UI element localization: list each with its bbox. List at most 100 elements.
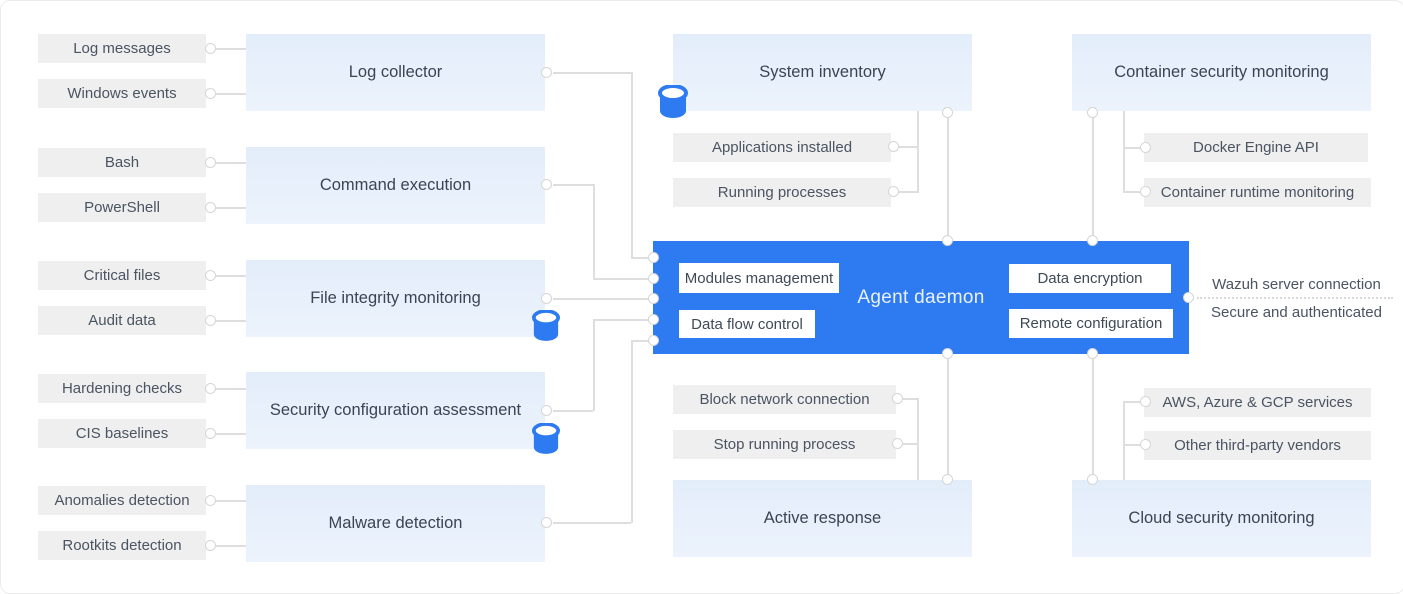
connector-node <box>942 107 953 118</box>
connector-line <box>216 207 246 209</box>
connector-line <box>631 340 653 342</box>
module-title: Container security monitoring <box>1114 63 1329 81</box>
node-applications-installed: Applications installed <box>673 133 891 162</box>
node-cis-baselines: CIS baselines <box>38 419 206 448</box>
module-title: Cloud security monitoring <box>1128 509 1315 527</box>
module-title: System inventory <box>759 63 886 81</box>
connector-node <box>888 141 899 152</box>
server-connection-label-1: Wazuh server connection <box>1212 276 1381 293</box>
node-stop-running-process: Stop running process <box>673 430 896 459</box>
connector-line <box>593 319 653 321</box>
connector-node <box>1140 439 1151 450</box>
connector-node <box>1087 474 1098 485</box>
connector-node <box>1183 292 1194 303</box>
connector-node <box>541 67 552 78</box>
node-label: Anomalies detection <box>54 492 190 509</box>
node-label: Block network connection <box>699 391 870 408</box>
connector-line <box>593 319 595 411</box>
connector-line <box>216 162 246 164</box>
connector-line <box>631 257 653 259</box>
node-label: CIS baselines <box>75 425 169 442</box>
node-bash: Bash <box>38 148 206 177</box>
node-anomalies-detection: Anomalies detection <box>38 486 206 515</box>
connector-line <box>899 191 918 193</box>
connector-line <box>947 358 949 478</box>
connector-line <box>553 184 593 186</box>
node-label: Critical files <box>83 267 161 284</box>
connector-line <box>1092 358 1094 478</box>
connector-node <box>648 273 659 284</box>
connector-line <box>216 545 246 547</box>
module-cloud-security-monitoring: Cloud security monitoring <box>1072 480 1371 557</box>
node-label: Hardening checks <box>61 380 183 397</box>
node-label: Log messages <box>73 40 171 57</box>
module-title: Security configuration assessment <box>269 401 522 419</box>
node-critical-files: Critical files <box>38 261 206 290</box>
connector-line <box>593 184 595 279</box>
module-title: Active response <box>763 509 882 527</box>
module-malware-detection: Malware detection <box>246 485 545 562</box>
connector-node <box>205 202 216 213</box>
node-label: Container runtime monitoring <box>1160 184 1355 201</box>
node-label: Other third-party vendors <box>1174 437 1341 454</box>
node-label: Stop running process <box>713 436 856 453</box>
connector-line <box>631 340 633 523</box>
connector-node <box>205 270 216 281</box>
connector-node <box>205 540 216 551</box>
connector-line <box>1092 116 1094 238</box>
node-hardening-checks: Hardening checks <box>38 374 206 403</box>
node-label: Applications installed <box>711 139 853 156</box>
connector-line <box>1123 147 1141 149</box>
connector-node <box>648 335 659 346</box>
node-label: Rootkits detection <box>62 537 182 554</box>
connector-node <box>942 474 953 485</box>
connector-node <box>541 293 552 304</box>
module-container-security-monitoring: Container security monitoring <box>1072 34 1371 111</box>
node-label: Remote configuration <box>1019 315 1163 332</box>
connector-node <box>648 252 659 263</box>
module-log-collector: Log collector <box>246 34 545 111</box>
connector-node <box>648 314 659 325</box>
connector-line <box>553 72 631 74</box>
node-label: Data encryption <box>1037 270 1143 287</box>
connector-line <box>216 388 246 390</box>
node-label: Modules management <box>684 269 834 287</box>
agent-module-data-encryption: Data encryption <box>1009 264 1171 293</box>
node-running-processes: Running processes <box>673 178 891 207</box>
connector-line <box>1123 191 1141 193</box>
node-label: Data flow control <box>691 315 803 333</box>
node-rootkits-detection: Rootkits detection <box>38 531 206 560</box>
connector-node <box>541 517 552 528</box>
node-docker-engine-api: Docker Engine API <box>1144 133 1368 162</box>
connector-line <box>553 298 653 300</box>
connector-node <box>942 235 953 246</box>
module-security-configuration-assessment: Security configuration assessment <box>246 372 545 449</box>
connector-line <box>899 146 918 148</box>
connector-line <box>631 72 633 258</box>
node-label: Windows events <box>67 85 177 102</box>
connector-node <box>648 293 659 304</box>
database-icon <box>658 85 688 118</box>
node-audit-data: Audit data <box>38 306 206 335</box>
agent-daemon-box: Agent daemon Modules management Data flo… <box>653 241 1189 354</box>
connector-node <box>205 43 216 54</box>
server-connection-dotted-line <box>1197 297 1393 299</box>
agent-daemon-title: Agent daemon <box>857 286 985 308</box>
connector-line <box>216 48 246 50</box>
node-aws-azure-gcp-services: AWS, Azure & GCP services <box>1144 388 1371 417</box>
database-icon <box>532 423 560 454</box>
connector-line <box>1123 444 1141 446</box>
node-label: Docker Engine API <box>1193 139 1319 156</box>
module-command-execution: Command execution <box>246 147 545 224</box>
connector-line <box>553 410 593 412</box>
node-label: AWS, Azure & GCP services <box>1162 394 1353 411</box>
module-title: Malware detection <box>328 514 463 532</box>
server-connection-label-2: Secure and authenticated <box>1211 304 1382 321</box>
connector-node <box>1140 142 1151 153</box>
node-label: Running processes <box>717 184 847 201</box>
connector-node <box>892 438 903 449</box>
connector-line <box>216 275 246 277</box>
connector-line <box>1123 401 1125 480</box>
connector-line <box>917 398 919 480</box>
